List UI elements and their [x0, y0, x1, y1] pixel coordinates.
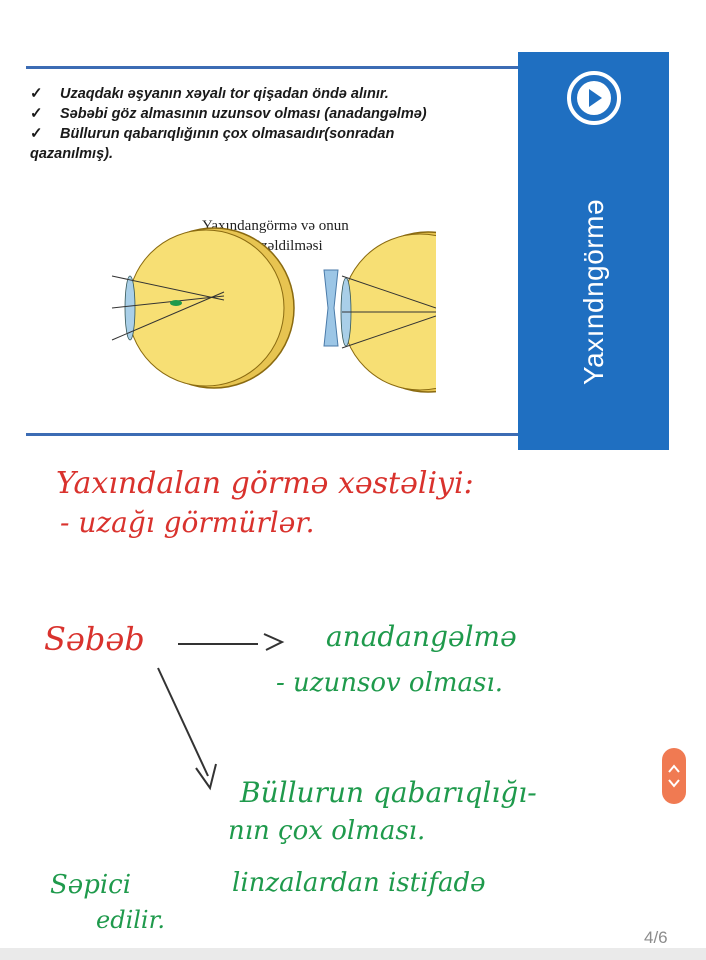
slide: ✓Uzaqdakı əşyanın xəyalı tor qişadan önd… — [26, 52, 669, 450]
treatment-a: Səpici — [50, 870, 132, 900]
page-indicator: 4/6 — [644, 928, 668, 947]
cause-arrow-down — [157, 667, 217, 791]
checkmark-icon: ✓ — [30, 105, 43, 122]
myopia-diagram: Yaxındangörmə və onun düzəldilməsi — [111, 218, 436, 393]
note-line2: - uzağı görmürlər. — [60, 506, 315, 539]
viewer-bottom-bar — [0, 948, 706, 960]
eye-right — [340, 231, 436, 393]
chevron-down-icon — [668, 779, 680, 788]
play-icon[interactable] — [566, 70, 622, 126]
cause-label: Səbəb — [44, 620, 145, 658]
bullet-item: ✓Büllurun qabarıqlığının çox olmasaıdır(… — [30, 125, 395, 142]
bullet-item-continued: qazanılmış). — [30, 146, 113, 162]
cause-arrow-right — [178, 633, 285, 651]
cause-3a: Büllurun qabarıqlığı- — [240, 776, 537, 809]
treatment-c: edilir. — [96, 906, 166, 934]
cause-2: - uzunsov olması. — [276, 668, 503, 698]
top-divider — [26, 66, 518, 69]
cause-1: anadangəlmə — [326, 620, 517, 653]
vertical-title: Yaxındngörmə — [578, 198, 609, 386]
bullet-list: ✓Uzaqdakı əşyanın xəyalı tor qişadan önd… — [30, 84, 522, 164]
eye-left — [111, 227, 295, 389]
checkmark-icon: ✓ — [30, 85, 43, 102]
bullet-item: ✓Səbəbi göz almasının uzunsov olması (an… — [30, 105, 427, 122]
treatment-b: linzalardan istifadə — [232, 868, 486, 898]
chevron-up-icon — [668, 764, 680, 773]
page-scroll-control[interactable] — [662, 748, 686, 804]
bullet-item: ✓Uzaqdakı əşyanın xəyalı tor qişadan önd… — [30, 85, 389, 102]
note-line1: Yaxındalan görmə xəstəliyi: — [56, 466, 474, 501]
cause-3b: nın çox olması. — [228, 816, 426, 846]
corrective-lens — [323, 269, 339, 347]
checkmark-icon: ✓ — [30, 125, 43, 142]
title-panel: Yaxındngörmə — [518, 52, 669, 450]
bottom-divider — [26, 433, 518, 436]
diagram-title-line1: Yaxındangörmə və onun — [202, 218, 349, 234]
